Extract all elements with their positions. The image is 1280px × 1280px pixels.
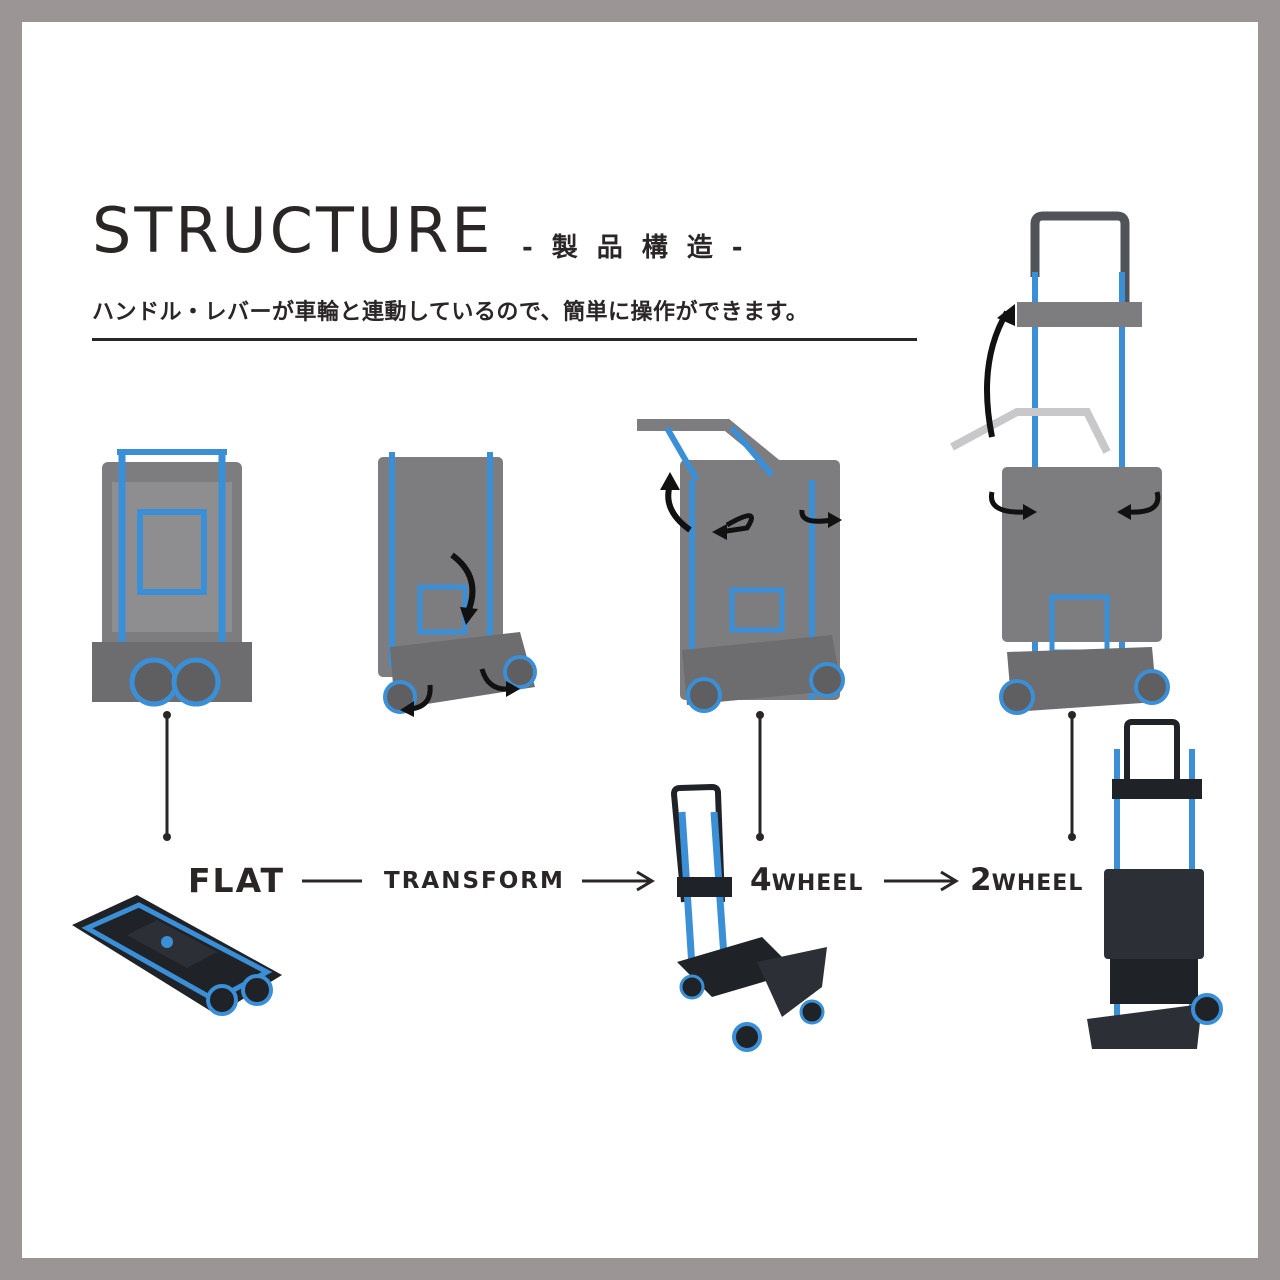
flow-label-2wheel-number: 2 <box>970 862 992 898</box>
diagram-flat-structure <box>92 449 252 707</box>
photo-cart-4wheel <box>670 783 827 1052</box>
photo-cart-flat <box>72 895 282 1016</box>
flow-label-transform: TRANSFORM <box>384 868 565 894</box>
page-title-japanese: -製品構造- <box>522 233 762 263</box>
flow-label-2wheel-text: WHEEL <box>991 871 1084 896</box>
photo-cart-2wheel <box>1087 719 1223 1049</box>
diagram-transform-step-1 <box>378 452 537 717</box>
diagram-transform-step-3 <box>950 211 1170 715</box>
flow-label-flat: FLAT <box>188 861 286 900</box>
diagram-transform-step-2 <box>637 419 845 713</box>
connector-lines <box>163 711 1076 892</box>
title-divider <box>92 338 917 341</box>
page-title: STRUCTURE <box>92 194 494 267</box>
page-subtitle: ハンドル・レバーが車輪と連動しているので、簡単に操作ができます。 <box>92 300 809 325</box>
flow-label-4wheel-text: WHEEL <box>771 871 864 896</box>
flow-label-4wheel: 4WHEEL <box>750 865 863 896</box>
flow-label-2wheel: 2WHEEL <box>970 865 1083 896</box>
page: STRUCTURE -製品構造- ハンドル・レバーが車輪と連動しているので、簡単… <box>22 22 1258 1258</box>
flow-label-4wheel-number: 4 <box>750 862 772 898</box>
